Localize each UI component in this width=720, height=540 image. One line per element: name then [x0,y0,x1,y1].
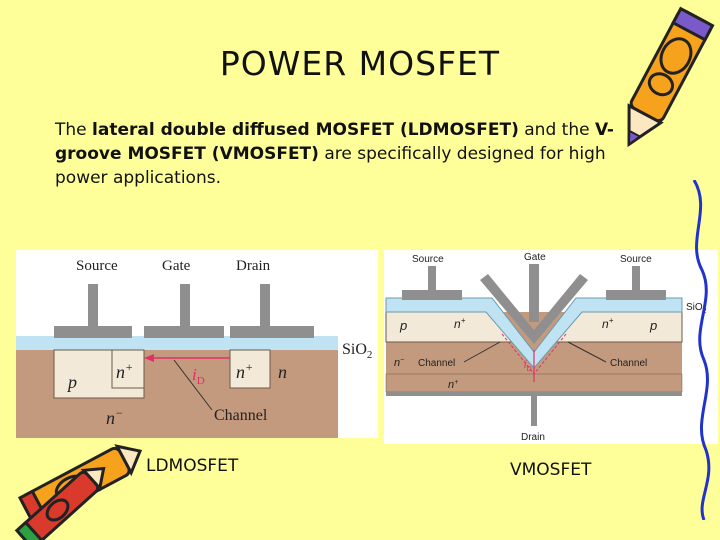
ldmos-current-arrowhead [144,354,154,362]
vmosfet-diagram: Source Gate Source SiO2 p n+ n+ p n− Cha… [384,250,718,444]
ldmos-drain-lead [260,284,270,328]
vmosfet-svg: Source Gate Source SiO2 p n+ n+ p n− Cha… [384,250,718,444]
vmos-label-nplus-right: n+ [602,316,614,331]
vmos-label-drain: Drain [521,432,545,443]
vmos-label-p-right: p [649,318,657,333]
slide-title: POWER MOSFET [219,44,501,83]
vmos-gate-lead [529,264,539,322]
vmos-current-right [533,333,567,375]
ldmos-nplus-right [229,349,271,389]
vmos-label-nplus-left: n+ [454,316,466,331]
ldmosfet-diagram: Source Gate Drain SiO2 p n+ iD n+ n n− C… [16,250,378,438]
ldmos-gate-lead [180,284,190,328]
vmosfet-caption: VMOSFET [510,460,592,480]
ldmosfet-svg: Source Gate Drain SiO2 p n+ iD n+ n n− C… [16,250,378,438]
vmos-source-right-lead [632,266,640,292]
ldmos-label-oxide: SiO2 [342,341,372,361]
squiggle-right-icon [692,180,711,520]
vmos-label-source-right: Source [620,254,652,265]
ldmos-gate-metal [144,326,224,338]
intro-text-2: and the [518,120,595,140]
vmos-label-nminus: n− [394,357,404,369]
vmos-label-gate: Gate [524,252,546,263]
ldmos-label-channel: Channel [214,407,268,424]
ldmos-label-nplus-right: n+ [236,360,253,382]
crayon-top-right-icon [627,6,715,148]
intro-bold-vmosfet: V-groove MOSFET (VMOSFET) [55,120,614,164]
vmos-label-current: iD [524,359,532,373]
vmos-channel-pointer-left [463,341,501,363]
ldmos-label-drain: Drain [236,258,271,274]
vmos-gate-metal [480,274,588,344]
ldmos-label-current: iD [192,365,205,387]
intro-text-3: are specifically designed for high power… [55,144,606,188]
ldmosfet-caption: LDMOSFET [146,456,239,476]
ldmos-oxide [16,336,338,350]
ldmos-label-n: n [278,362,287,382]
vmos-label-source-left: Source [412,254,444,265]
crayons-bottom-left-icon [14,444,143,540]
vmos-drain-metal [386,392,682,396]
intro-text-1: The [55,120,93,140]
ldmos-channel-pointer [173,359,213,411]
ldmos-drain-metal [230,326,314,338]
vmos-source-right-metal [606,290,666,300]
vmos-drain-lead [531,396,537,426]
ldmos-label-p: p [66,372,77,392]
vmos-label-nplus-bottom: n+ [448,379,458,391]
intro-paragraph: The lateral double diffused MOSFET (LDMO… [55,118,655,190]
vmos-source-left-metal [402,290,462,300]
vmos-label-p-left: p [399,318,407,333]
ldmos-label-source: Source [76,258,118,274]
ldmos-source-metal [54,326,132,338]
intro-bold-ldmosfet: lateral double diffused MOSFET (LDMOSFET… [92,120,519,140]
vmos-label-channel-left: Channel [418,358,455,369]
ldmos-label-nminus: n− [106,406,123,428]
vmos-source-left-lead [428,266,436,292]
vmos-channel-pointer-right [567,341,607,363]
ldmos-source-lead [88,284,98,328]
vmos-label-channel-right: Channel [610,358,647,369]
ldmos-label-gate: Gate [162,258,191,274]
ldmos-label-nplus-left: n+ [116,360,133,382]
vmos-current-left [501,333,535,375]
ldmos-nplus-left [111,349,145,389]
